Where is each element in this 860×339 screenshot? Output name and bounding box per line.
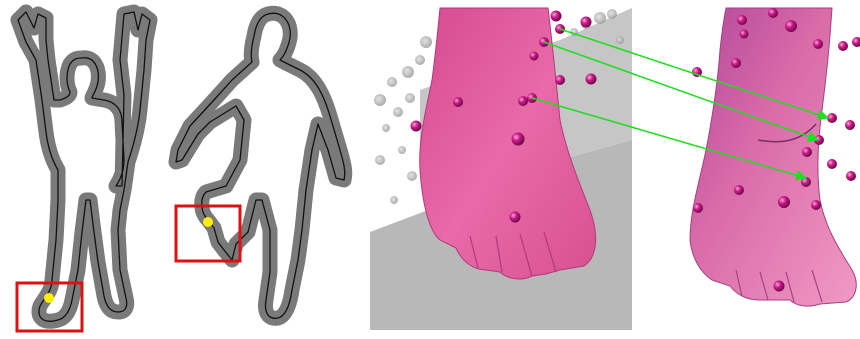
silhouette-side-band: [176, 13, 345, 318]
marker: [813, 39, 823, 49]
keypoint-side: [203, 217, 213, 227]
marker: [530, 52, 539, 61]
marker: [731, 58, 741, 68]
marker: [734, 185, 744, 195]
marker: [737, 15, 747, 25]
render-foot-b: [690, 8, 860, 306]
marker: [852, 37, 860, 47]
marker: [838, 41, 848, 51]
marker: [846, 171, 856, 181]
marker: [555, 75, 565, 85]
marker: [802, 147, 812, 157]
marker: [814, 135, 824, 145]
marker: [512, 133, 525, 146]
marker: [518, 96, 528, 106]
marker: [551, 11, 562, 22]
render-b-foot: [690, 8, 856, 306]
marker: [827, 113, 837, 123]
marker: [411, 121, 422, 132]
marker: [581, 17, 592, 28]
marker: [845, 120, 855, 130]
marker: [785, 20, 797, 32]
marker: [586, 74, 597, 85]
marker: [693, 203, 703, 213]
marker: [740, 30, 749, 39]
marker: [827, 159, 837, 169]
marker: [801, 177, 811, 187]
marker: [774, 281, 785, 292]
marker: [811, 200, 821, 210]
silhouette-side: [176, 13, 345, 318]
marker: [768, 8, 778, 18]
marker: [778, 196, 790, 208]
silhouette-front: [17, 12, 150, 331]
render-foot-a: [370, 0, 632, 330]
silhouette-side-contour: [176, 13, 345, 318]
keypoint-front: [44, 293, 54, 303]
marker: [510, 212, 521, 223]
marker: [453, 97, 463, 107]
